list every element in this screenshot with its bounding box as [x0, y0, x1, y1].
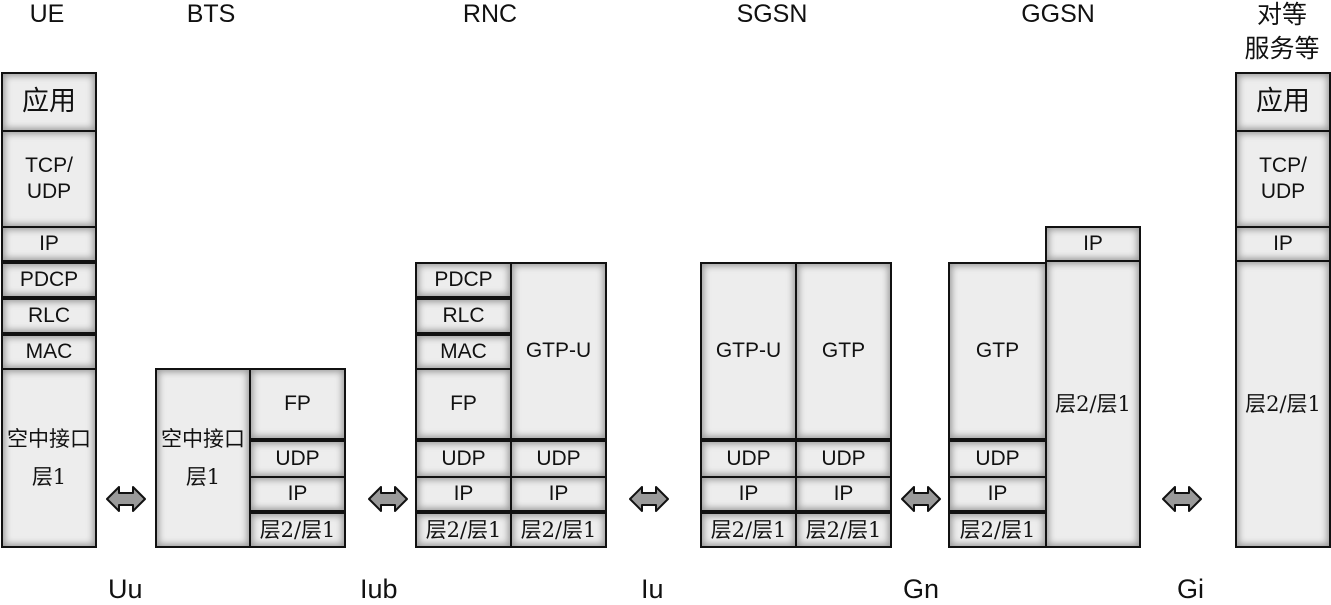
interface-label-gn: Gn [903, 574, 940, 604]
ue-layer-air-l1: 空中接口 层1 [1, 368, 97, 548]
rnc-layer-udp-right: UDP [510, 440, 607, 478]
rnc-layer-l2l1-right: 层2/层1 [510, 512, 607, 548]
ggsn-layer-ip-top: IP [1045, 226, 1141, 262]
ue-layer-rlc: RLC [1, 298, 97, 334]
double-arrow-icon [901, 486, 941, 512]
ggsn-layer-udp: UDP [948, 440, 1047, 478]
ue-layer-app: 应用 [1, 72, 97, 132]
double-arrow-icon [368, 486, 408, 512]
interface-label-gi: Gi [1177, 574, 1204, 604]
rnc-layer-ip-right: IP [510, 476, 607, 512]
node-title-bts: BTS [186, 0, 236, 28]
double-arrow-icon [106, 486, 146, 512]
double-arrow-icon [629, 486, 669, 512]
bts-layer-ip: IP [249, 476, 346, 512]
peer-layer-l2l1: 层2/层1 [1235, 260, 1331, 548]
ue-layer-tcpudp: TCP/ UDP [1, 130, 97, 228]
peer-layer-tcpudp: TCP/ UDP [1235, 130, 1331, 228]
rnc-layer-pdcp: PDCP [415, 262, 512, 298]
node-title-peer: 对等 服务等 [1244, 0, 1320, 63]
rnc-layer-udp-left: UDP [415, 440, 512, 478]
sgsn-layer-udp-right: UDP [795, 440, 892, 478]
rnc-layer-l2l1-left: 层2/层1 [415, 512, 512, 548]
ggsn-layer-l2l1-left: 层2/层1 [948, 512, 1047, 548]
ggsn-layer-l2l1-right: 层2/层1 [1045, 260, 1141, 548]
interface-label-iub: Iub [360, 574, 398, 604]
bts-layer-l2l1: 层2/层1 [249, 512, 346, 548]
bts-layer-udp: UDP [249, 440, 346, 478]
sgsn-layer-gtp: GTP [795, 262, 892, 440]
rnc-layer-mac: MAC [415, 334, 512, 370]
sgsn-layer-l2l1-left: 层2/层1 [700, 512, 797, 548]
sgsn-layer-ip-left: IP [700, 476, 797, 512]
node-title-ggsn: GGSN [1021, 0, 1095, 28]
interface-label-uu: Uu [108, 574, 143, 604]
sgsn-layer-l2l1-right: 层2/层1 [795, 512, 892, 548]
rnc-layer-ip-left: IP [415, 476, 512, 512]
bts-layer-fp: FP [249, 368, 346, 440]
node-title-rnc: RNC [462, 0, 518, 28]
ue-layer-ip: IP [1, 226, 97, 262]
ggsn-layer-ip: IP [948, 476, 1047, 512]
bts-layer-air-l1: 空中接口 层1 [155, 368, 251, 548]
node-title-sgsn: SGSN [736, 0, 808, 28]
peer-layer-ip: IP [1235, 226, 1331, 262]
sgsn-layer-udp-left: UDP [700, 440, 797, 478]
ue-layer-mac: MAC [1, 334, 97, 370]
ggsn-layer-gtp: GTP [948, 262, 1047, 440]
interface-label-iu: Iu [641, 574, 664, 604]
sgsn-layer-gtpu: GTP-U [700, 262, 797, 440]
node-title-ue: UE [29, 0, 65, 28]
sgsn-layer-ip-right: IP [795, 476, 892, 512]
rnc-layer-rlc: RLC [415, 298, 512, 334]
peer-layer-app: 应用 [1235, 72, 1331, 132]
ue-layer-pdcp: PDCP [1, 262, 97, 298]
rnc-layer-gtpu: GTP-U [510, 262, 607, 440]
rnc-layer-fp: FP [415, 368, 512, 440]
double-arrow-icon [1162, 486, 1202, 512]
